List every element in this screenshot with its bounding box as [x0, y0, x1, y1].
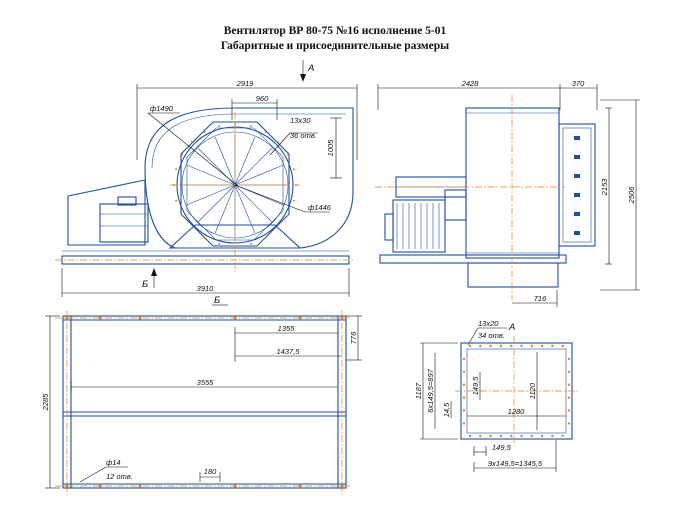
dim-plan-width-total: 2285 — [41, 393, 50, 412]
front-hole-size: 13х30 — [290, 116, 311, 125]
dim-plan-1355: 1355 — [278, 324, 296, 333]
dim-front-inlet-height: 1005 — [326, 139, 335, 157]
dim-side-width-flange: 370 — [572, 79, 585, 88]
flange-hole-size: 13х20 — [478, 319, 499, 328]
dim-flange-pitch-h: 149,5 — [492, 443, 512, 452]
flange-view: А 13х20 34 отв. 1187 6х149,5=897 14,5 14… — [414, 319, 578, 472]
plan-hole-count: 12 отв. — [106, 472, 133, 481]
dim-flange-pitch-v: 149,5 — [471, 376, 480, 396]
view-mark-b-side: Б — [142, 279, 148, 290]
flange-hole-count: 34 отв. — [478, 331, 505, 340]
dim-front-inlet-width: 960 — [256, 94, 269, 103]
dim-side-height-total: 2506 — [627, 186, 636, 205]
dim-plan-776: 776 — [349, 331, 358, 344]
drawing-title: Вентилятор ВР 80-75 №16 исполнение 5-01 — [224, 25, 447, 37]
drawing-subtitle: Габаритные и присоединительные размеры — [221, 40, 449, 52]
view-mark-a: А — [307, 63, 314, 74]
dim-flange-height-1120: 1120 — [528, 382, 537, 399]
dim-flange-series-horizontal: 9х149,5=1345,5 — [488, 459, 543, 468]
dim-flange-pitch-v2: 14,5 — [442, 402, 451, 417]
view-mark-b-plan: Б — [214, 295, 220, 306]
view-mark-a-flange: А — [508, 322, 515, 333]
dim-plan-1437: 1437,5 — [277, 347, 301, 356]
dim-front-dia-inner: ф1446 — [308, 203, 332, 212]
side-view: 2428 370 2153 2506 71 — [375, 79, 640, 307]
dim-front-base-length: 3910 — [197, 284, 215, 293]
dim-flange-series-vertical: 6х149,5=897 — [426, 368, 435, 412]
dim-flange-height-1187: 1187 — [414, 382, 423, 399]
dim-plan-3555: 3555 — [197, 378, 215, 387]
dim-side-width-main: 2428 — [461, 79, 480, 88]
dim-side-offset-bottom: 716 — [534, 294, 547, 303]
plan-view: Б 2285 1355 1437,5 3555 776 — [41, 295, 362, 495]
dim-plan-180: 180 — [204, 467, 217, 476]
dim-front-width-total: 2919 — [236, 79, 255, 88]
dim-flange-width-1280: 1280 — [508, 407, 526, 416]
front-view: А 2919 960 — [55, 60, 358, 297]
front-hole-count: 36 отв. — [290, 131, 317, 140]
dim-front-dia-outer: ф1490 — [150, 104, 174, 113]
plan-hole-dia: ф14 — [106, 458, 121, 467]
dim-side-height-inner: 2153 — [600, 178, 609, 197]
